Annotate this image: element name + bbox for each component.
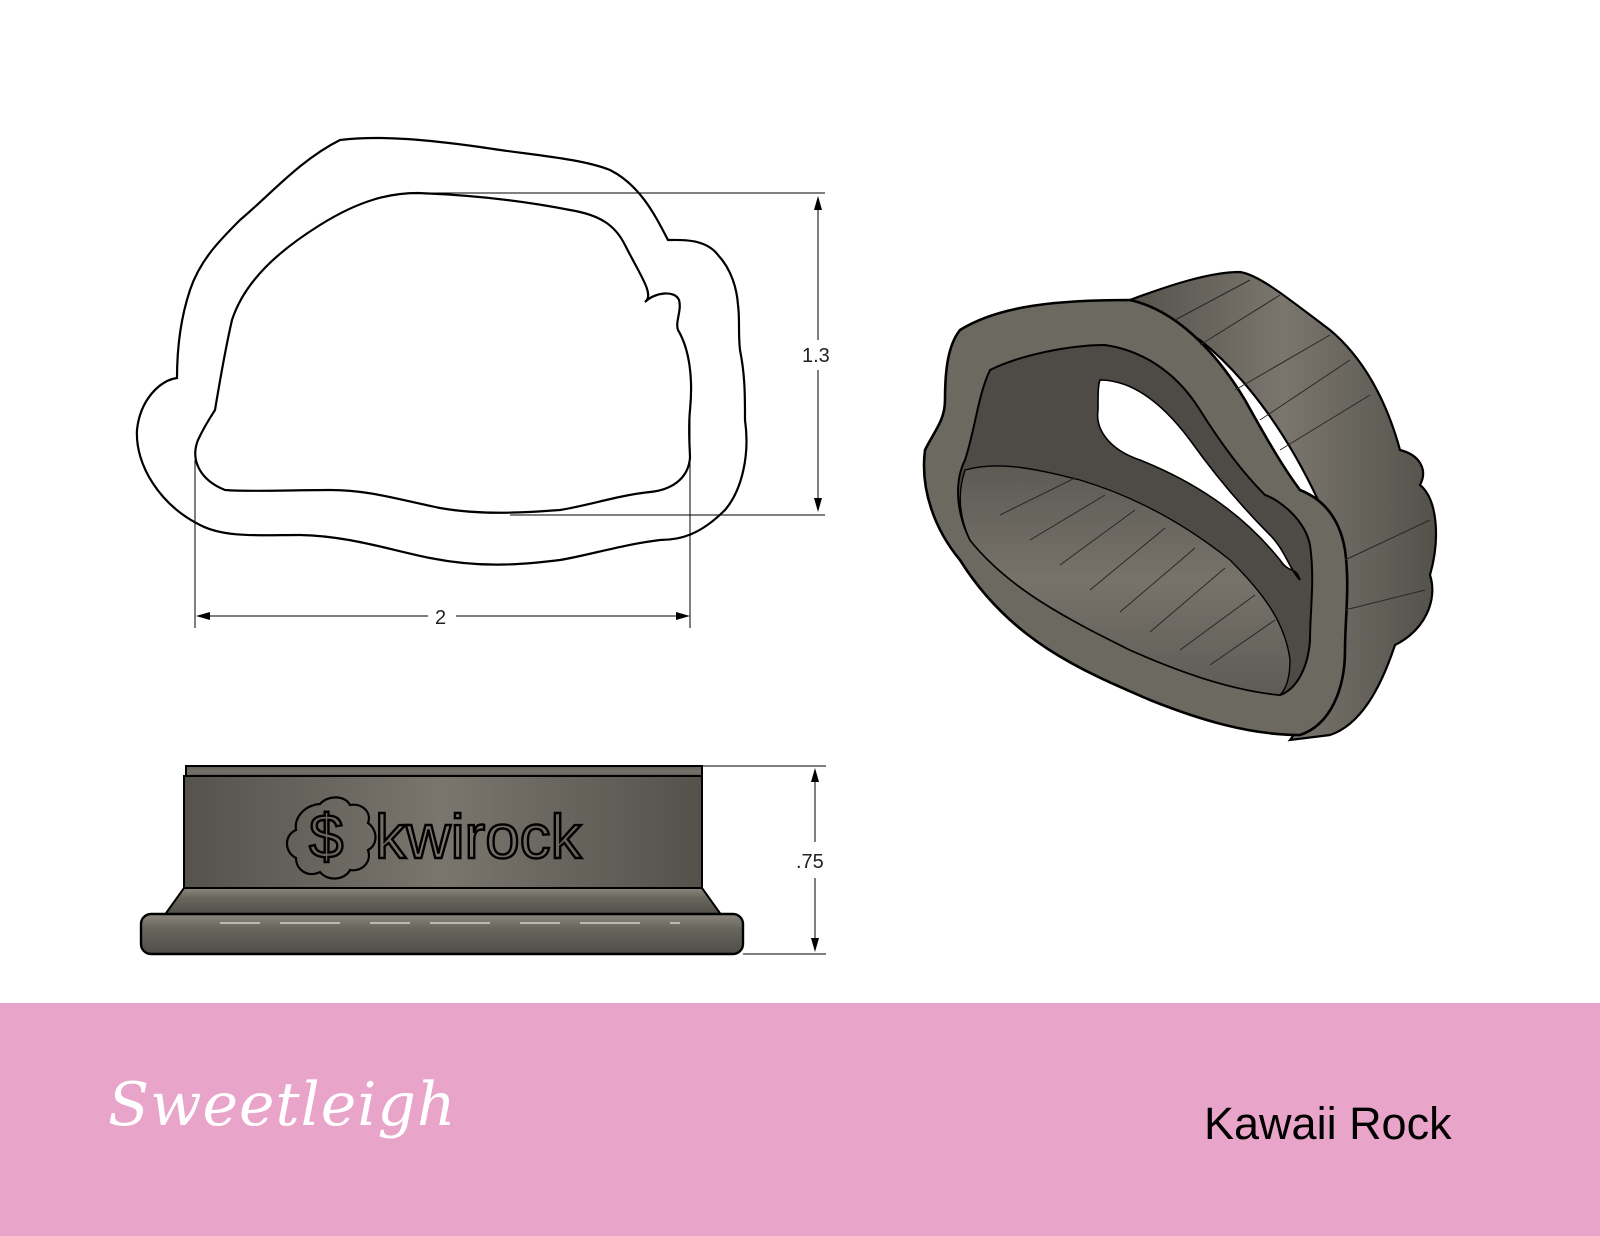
isometric-view <box>922 270 1438 742</box>
embossed-text: kwirock <box>375 803 583 872</box>
top-view: 1.3 2 <box>135 136 830 629</box>
technical-drawing: 1.3 2 $ kwirock <box>135 136 1438 956</box>
inner-outline <box>194 191 693 514</box>
width-dimension-label: 2 <box>435 607 446 629</box>
logo-glyph: $ <box>309 803 343 872</box>
kwirock-logo: $ kwirock <box>285 796 584 880</box>
width-dimension: 2 <box>196 607 690 629</box>
brand-logo: Sweetleigh <box>108 1070 457 1140</box>
product-name: Kawaii Rock <box>1204 1098 1452 1149</box>
side-height-dimension: .75 <box>796 768 824 952</box>
outer-outline <box>135 136 748 566</box>
footer-banner <box>0 1003 1600 1236</box>
side-view: $ kwirock .75 <box>139 765 826 956</box>
height-dimension-label: 1.3 <box>802 345 830 367</box>
side-height-dimension-label: .75 <box>796 851 824 873</box>
height-dimension: 1.3 <box>802 196 830 512</box>
